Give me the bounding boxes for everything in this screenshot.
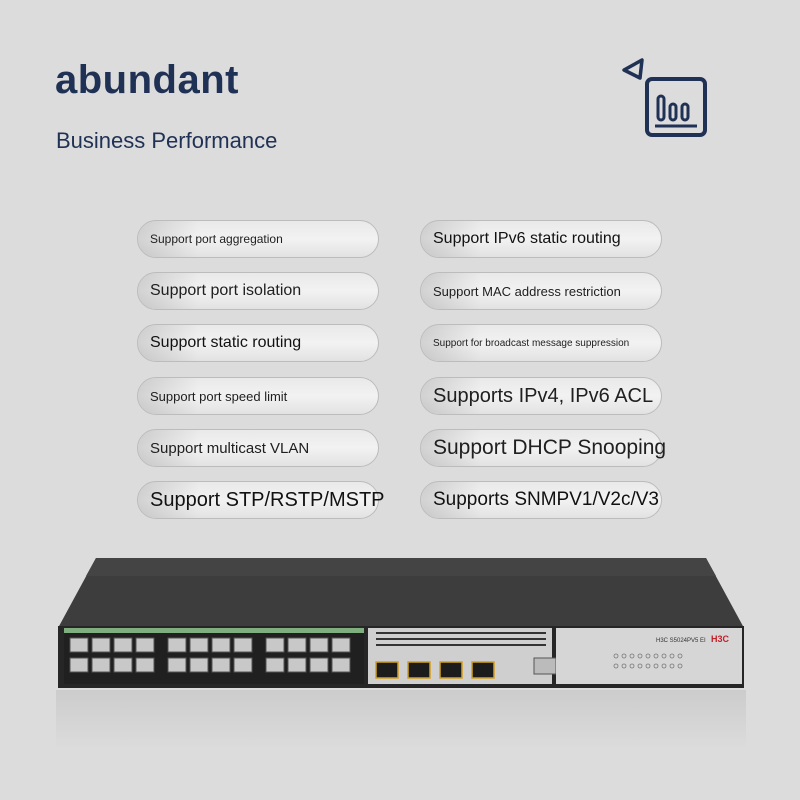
network-switch-image: H3C S5024PV5 EI H3C bbox=[58, 558, 744, 688]
feature-port-speed-limit: Support port speed limit bbox=[137, 377, 379, 415]
feature-stp: Support STP/RSTP/MSTP bbox=[137, 481, 385, 519]
feature-snmp: Supports SNMPV1/V2c/V3 bbox=[420, 481, 662, 519]
feature-dhcp-snooping: Support DHCP Snooping bbox=[420, 429, 666, 467]
feature-multicast-vlan: Support multicast VLAN bbox=[137, 429, 379, 467]
svg-text:H3C: H3C bbox=[711, 634, 730, 644]
feature-static-routing: Support static routing bbox=[137, 324, 379, 362]
feature-port-aggregation: Support port aggregation bbox=[137, 220, 379, 258]
page-subtitle: Business Performance bbox=[56, 128, 278, 153]
feature-mac-restriction: Support MAC address restriction bbox=[420, 272, 662, 310]
feature-port-isolation: Support port isolation bbox=[137, 272, 379, 310]
svg-text:H3C S5024PV5 EI: H3C S5024PV5 EI bbox=[656, 638, 706, 644]
feature-acl: Supports IPv4, IPv6 ACL bbox=[420, 377, 662, 415]
feature-broadcast-suppression: Support for broadcast message suppressio… bbox=[420, 324, 662, 362]
switch-reflection bbox=[56, 690, 746, 750]
feature-ipv6-static-routing: Support IPv6 static routing bbox=[420, 220, 662, 258]
chart-bubble-icon bbox=[622, 58, 707, 137]
page-title: abundant bbox=[55, 58, 239, 102]
